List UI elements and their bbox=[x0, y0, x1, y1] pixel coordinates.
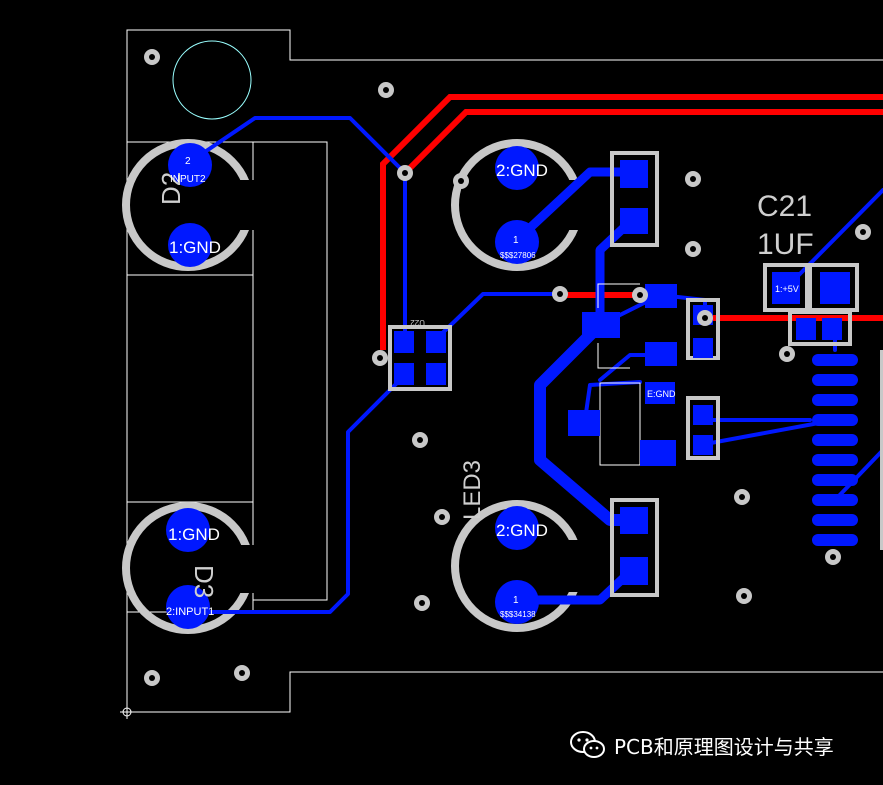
th-pads bbox=[166, 143, 539, 629]
wechat-icon bbox=[570, 731, 605, 758]
smd-pads bbox=[394, 160, 850, 585]
origin-marker bbox=[120, 705, 134, 719]
c21-value: 1UF bbox=[757, 228, 814, 261]
d2-net2-label: INPUT2 bbox=[170, 174, 206, 185]
led-top-pin1-label: 1 bbox=[513, 235, 519, 246]
pad-silk-outlines bbox=[388, 151, 859, 597]
watermark: PCB和原理图设计与共享 bbox=[570, 728, 834, 762]
d3-pin2-label: 2:INPUT1 bbox=[166, 606, 214, 618]
mid-ic-pin-label: E:GND bbox=[647, 389, 676, 399]
c21-pin1-label: 1:+5V bbox=[775, 284, 799, 294]
d3-ref: D3 bbox=[189, 565, 219, 598]
watermark-text: PCB和原理图设计与共享 bbox=[614, 734, 834, 759]
d2-pin2-label: 2 bbox=[185, 156, 191, 167]
led-top-pin2-label: 2:GND bbox=[496, 161, 548, 180]
led-bot-pin1-label: 1 bbox=[513, 595, 519, 606]
board-outline bbox=[126, 29, 883, 713]
keepout-rect bbox=[252, 141, 328, 601]
d3-pin1-label: 1:GND bbox=[168, 525, 220, 544]
mounting-hole bbox=[172, 40, 252, 120]
mid-ic-ref: U22 bbox=[410, 318, 425, 327]
silk-rings bbox=[122, 139, 583, 634]
led-top-net1-label: $$$27806 bbox=[500, 251, 536, 260]
d2-ref: D2 bbox=[156, 172, 186, 205]
led-bot-ref: LED3 bbox=[459, 460, 486, 520]
silk-ring-gaps bbox=[240, 180, 585, 593]
d2-pin1-label: 1:GND bbox=[169, 238, 221, 257]
vias bbox=[144, 49, 871, 686]
led-bot-net1-label: $$$34138 bbox=[500, 610, 536, 619]
connector-fingers bbox=[812, 354, 858, 546]
led-bot-pin2-label: 2:GND bbox=[496, 521, 548, 540]
c21-ref: C21 bbox=[757, 190, 812, 223]
